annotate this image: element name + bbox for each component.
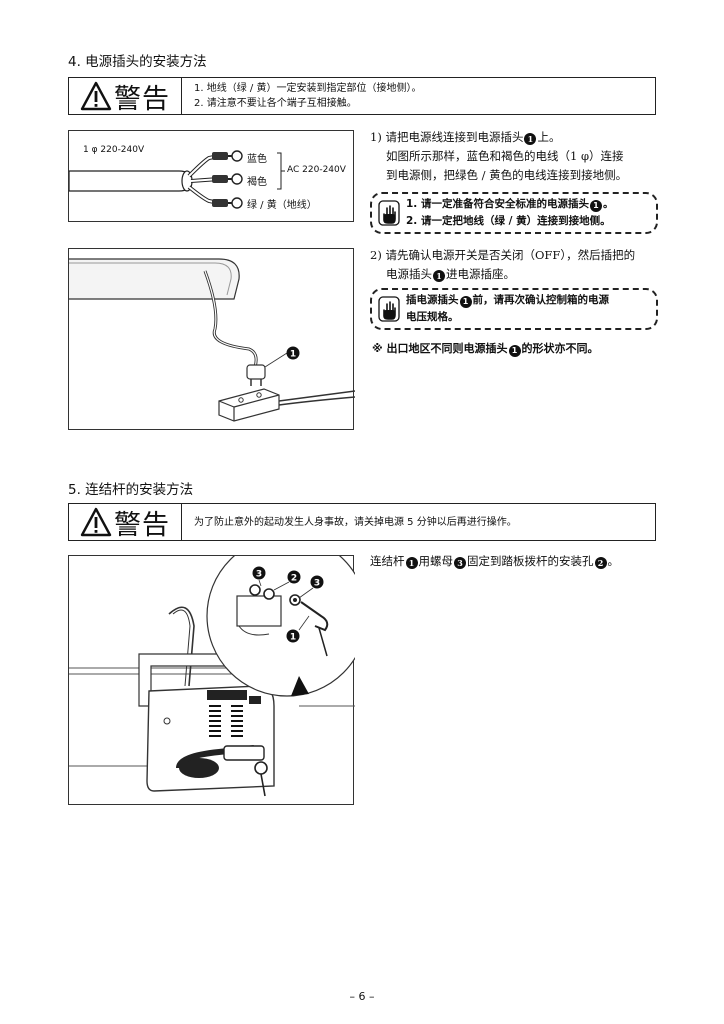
- warning-label: 警告: [114, 83, 170, 115]
- section5-title: 5. 连结杆的安装方法: [68, 482, 194, 498]
- step2-line-1: 2) 请先确认电源开关是否关闭（OFF），然后插把的: [370, 248, 636, 262]
- wire-brown-label: 褐色: [247, 177, 267, 188]
- connecting-rod-illustration: 3 2 3 1: [69, 556, 355, 797]
- warning-text: 为了防止意外的起动发生人身事故，请关掉电源 5 分钟以后再进行操作。: [182, 504, 655, 540]
- rod-callout-b: 2: [291, 574, 297, 584]
- warning-text: 1. 地线（绿 / 黄）一定安装到指定部位（接地侧）。 2. 请注意不要让各个端…: [182, 78, 655, 114]
- number-badge: 1: [433, 270, 445, 282]
- plug-figure: 1: [68, 248, 355, 430]
- caution-2-line-2: 电压规格。: [406, 311, 459, 323]
- rod-callout-d: 1: [290, 633, 296, 643]
- section4-warning-box: 警告 1. 地线（绿 / 黄）一定安装到指定部位（接地侧）。 2. 请注意不要让…: [68, 77, 656, 115]
- plug-callout-number: 1: [290, 350, 296, 360]
- connecting-rod-figure: 3 2 3 1: [68, 555, 355, 805]
- number-badge: 3: [454, 557, 466, 569]
- wiring-diagram: [69, 150, 285, 209]
- warning-line-2: 2. 请注意不要让各个端子互相接触。: [194, 98, 357, 109]
- warning-line-1: 1. 地线（绿 / 黄）一定安装到指定部位（接地侧）。: [194, 83, 422, 94]
- ac-voltage-label: AC 220-240V: [287, 165, 346, 175]
- page-number: – 6 –: [349, 990, 375, 1003]
- rod-callout-a: 3: [256, 570, 262, 580]
- rod-callout-c: 3: [314, 579, 320, 589]
- warning-line: 为了防止意外的起动发生人身事故，请关掉电源 5 分钟以后再进行操作。: [194, 516, 517, 528]
- number-badge: 1: [524, 133, 537, 145]
- section5-warning-box: 警告 为了防止意外的起动发生人身事故，请关掉电源 5 分钟以后再进行操作。: [68, 503, 656, 541]
- warning-label-cell: 警告: [69, 78, 182, 115]
- number-badge: 1: [589, 200, 602, 212]
- caution-1-line-2: 2. 请一定把地线（绿 / 黄）连接到接地侧。: [406, 215, 611, 227]
- caution-hand-icon: [378, 200, 400, 226]
- wire-ground-label: 绿 / 黄（地线）: [247, 200, 317, 211]
- warning-triangle-icon: [80, 81, 112, 111]
- warning-triangle-icon: [80, 507, 112, 537]
- phase-label: 1 φ 220-240V: [83, 145, 145, 155]
- number-badge: 2: [594, 557, 607, 569]
- number-badge: 1: [459, 296, 472, 308]
- warning-label-cell: 警告: [69, 504, 182, 541]
- caution-hand-icon: [378, 296, 400, 322]
- number-badge: 1: [508, 345, 521, 357]
- wiring-figure: 1 φ 220-240V 蓝色 褐色 绿 / 黄（地线） AC 220-240V: [68, 130, 354, 222]
- number-badge: 1: [405, 557, 418, 569]
- plug-illustration: 1: [69, 258, 355, 422]
- step1-line-3: 到电源侧，把绿色 / 黄色的电线连接到接地侧。: [386, 168, 628, 182]
- wire-blue-label: 蓝色: [247, 154, 267, 165]
- section4-title: 4. 电源插头的安装方法: [68, 54, 207, 70]
- warning-label: 警告: [114, 509, 170, 541]
- step1-line-2: 如图所示那样，蓝色和褐色的电线（1 φ）连接: [386, 149, 624, 163]
